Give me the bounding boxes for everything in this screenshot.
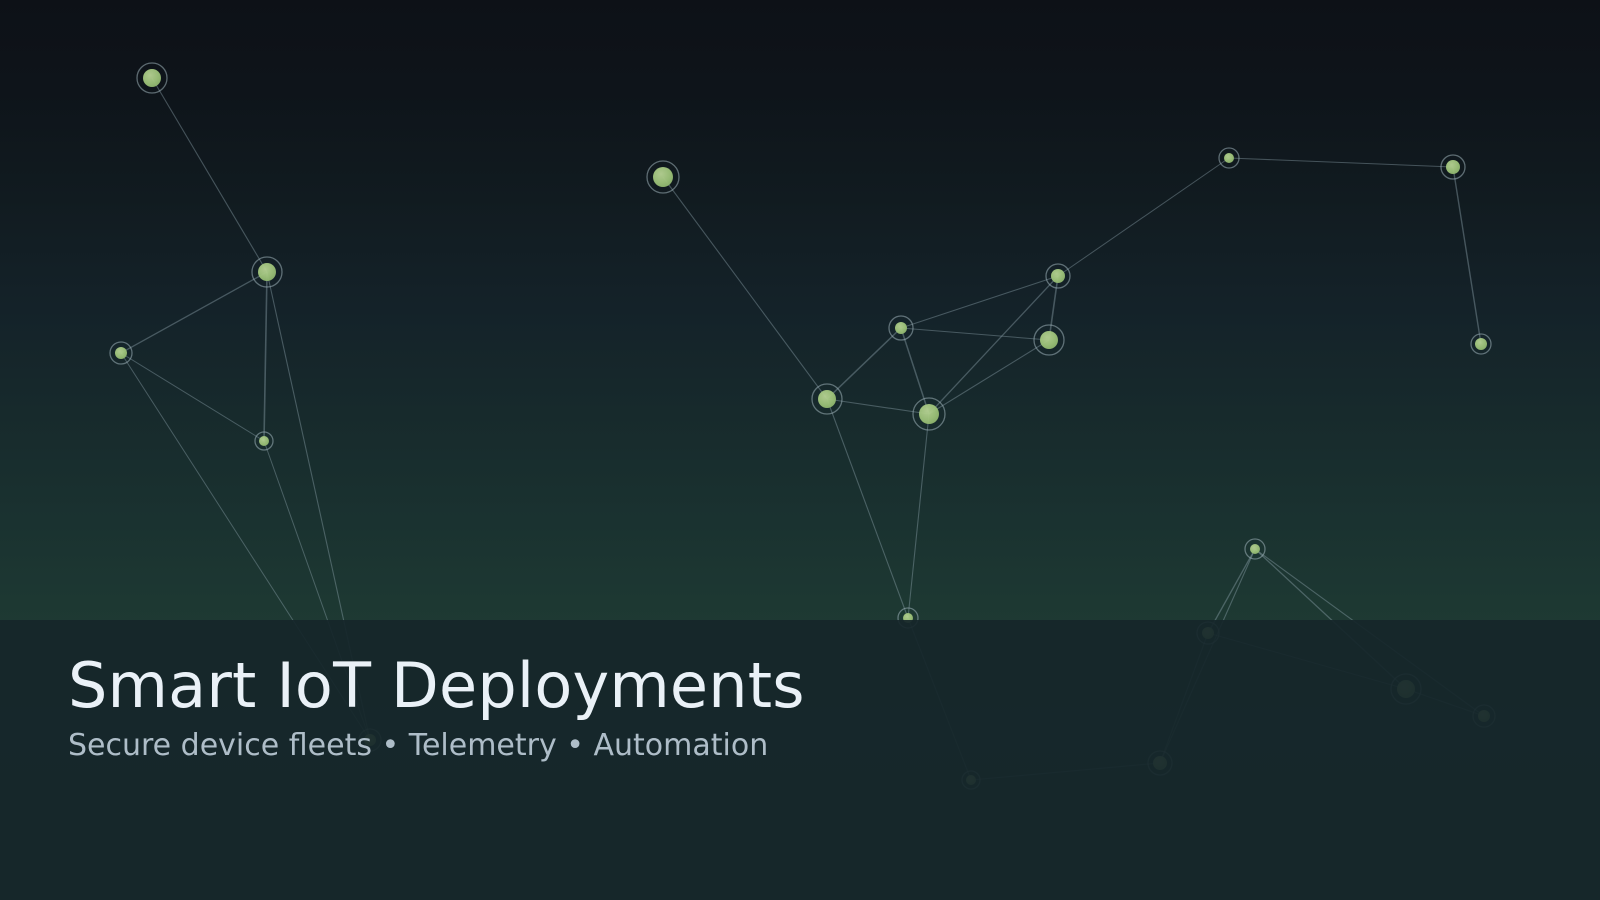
graph-edge xyxy=(1057,157,1230,277)
graph-edge xyxy=(900,327,1050,341)
graph-edge xyxy=(900,275,1059,329)
caption-block: Smart IoT Deployments Secure device flee… xyxy=(68,655,1068,761)
graph-node-core xyxy=(1224,153,1234,163)
graph-node xyxy=(1470,333,1492,355)
graph-node-ring xyxy=(912,397,946,431)
graph-node xyxy=(1033,324,1065,356)
graph-edge xyxy=(826,398,909,619)
graph-node-core xyxy=(1446,160,1460,174)
graph-node xyxy=(912,397,946,431)
graph-node-ring xyxy=(1033,324,1065,356)
graph-edge xyxy=(662,176,828,400)
graph-node-core xyxy=(259,436,269,446)
graph-node-ring xyxy=(136,62,168,94)
graph-node-core xyxy=(258,263,276,281)
graph-node-core xyxy=(1250,544,1260,554)
graph-edge xyxy=(1048,275,1059,341)
graph-node-core xyxy=(818,390,836,408)
graph-node-ring xyxy=(1244,538,1266,560)
graph-edge xyxy=(900,327,930,415)
graph-node xyxy=(646,160,680,194)
graph-node xyxy=(136,62,168,94)
graph-node-ring xyxy=(811,383,843,415)
graph-node xyxy=(1440,154,1466,180)
graph-node xyxy=(109,341,133,365)
graph-node-ring xyxy=(251,256,283,288)
graph-edge xyxy=(1207,548,1256,634)
graph-node-core xyxy=(143,69,161,87)
graph-node-ring xyxy=(109,341,133,365)
graph-node xyxy=(251,256,283,288)
page-title: Smart IoT Deployments xyxy=(68,649,805,722)
caption-scrim xyxy=(0,620,1600,900)
graph-edge xyxy=(826,398,930,415)
graph-node-ring xyxy=(1218,147,1240,169)
graph-node-ring xyxy=(254,431,274,451)
graph-node-core xyxy=(1475,338,1487,350)
graph-edge xyxy=(120,271,268,354)
graph-edge xyxy=(928,339,1050,415)
graph-edge xyxy=(928,275,1059,415)
graph-edge xyxy=(263,271,268,442)
graph-node-core xyxy=(1040,331,1058,349)
page-subtitle: Secure device fleets • Telemetry • Autom… xyxy=(68,728,769,763)
graph-node-core xyxy=(919,404,939,424)
graph-node-ring xyxy=(888,315,914,341)
graph-node-core xyxy=(653,167,673,187)
graph-node xyxy=(1045,263,1071,289)
graph-node-core xyxy=(1051,269,1065,283)
graph-edge xyxy=(151,77,268,273)
graph-node-ring xyxy=(1440,154,1466,180)
graph-node-ring xyxy=(1045,263,1071,289)
graph-edge xyxy=(907,413,930,619)
graph-node xyxy=(811,383,843,415)
graph-node xyxy=(1218,147,1240,169)
graph-node xyxy=(254,431,274,451)
graph-node-ring xyxy=(646,160,680,194)
graph-node-core xyxy=(895,322,907,334)
graph-node xyxy=(1244,538,1266,560)
graph-edge xyxy=(1452,166,1482,345)
graph-node xyxy=(888,315,914,341)
graph-edge xyxy=(1228,157,1454,168)
graph-node-core xyxy=(115,347,127,359)
graph-edge xyxy=(826,327,902,400)
graph-node-ring xyxy=(1470,333,1492,355)
graph-edge xyxy=(120,352,265,442)
